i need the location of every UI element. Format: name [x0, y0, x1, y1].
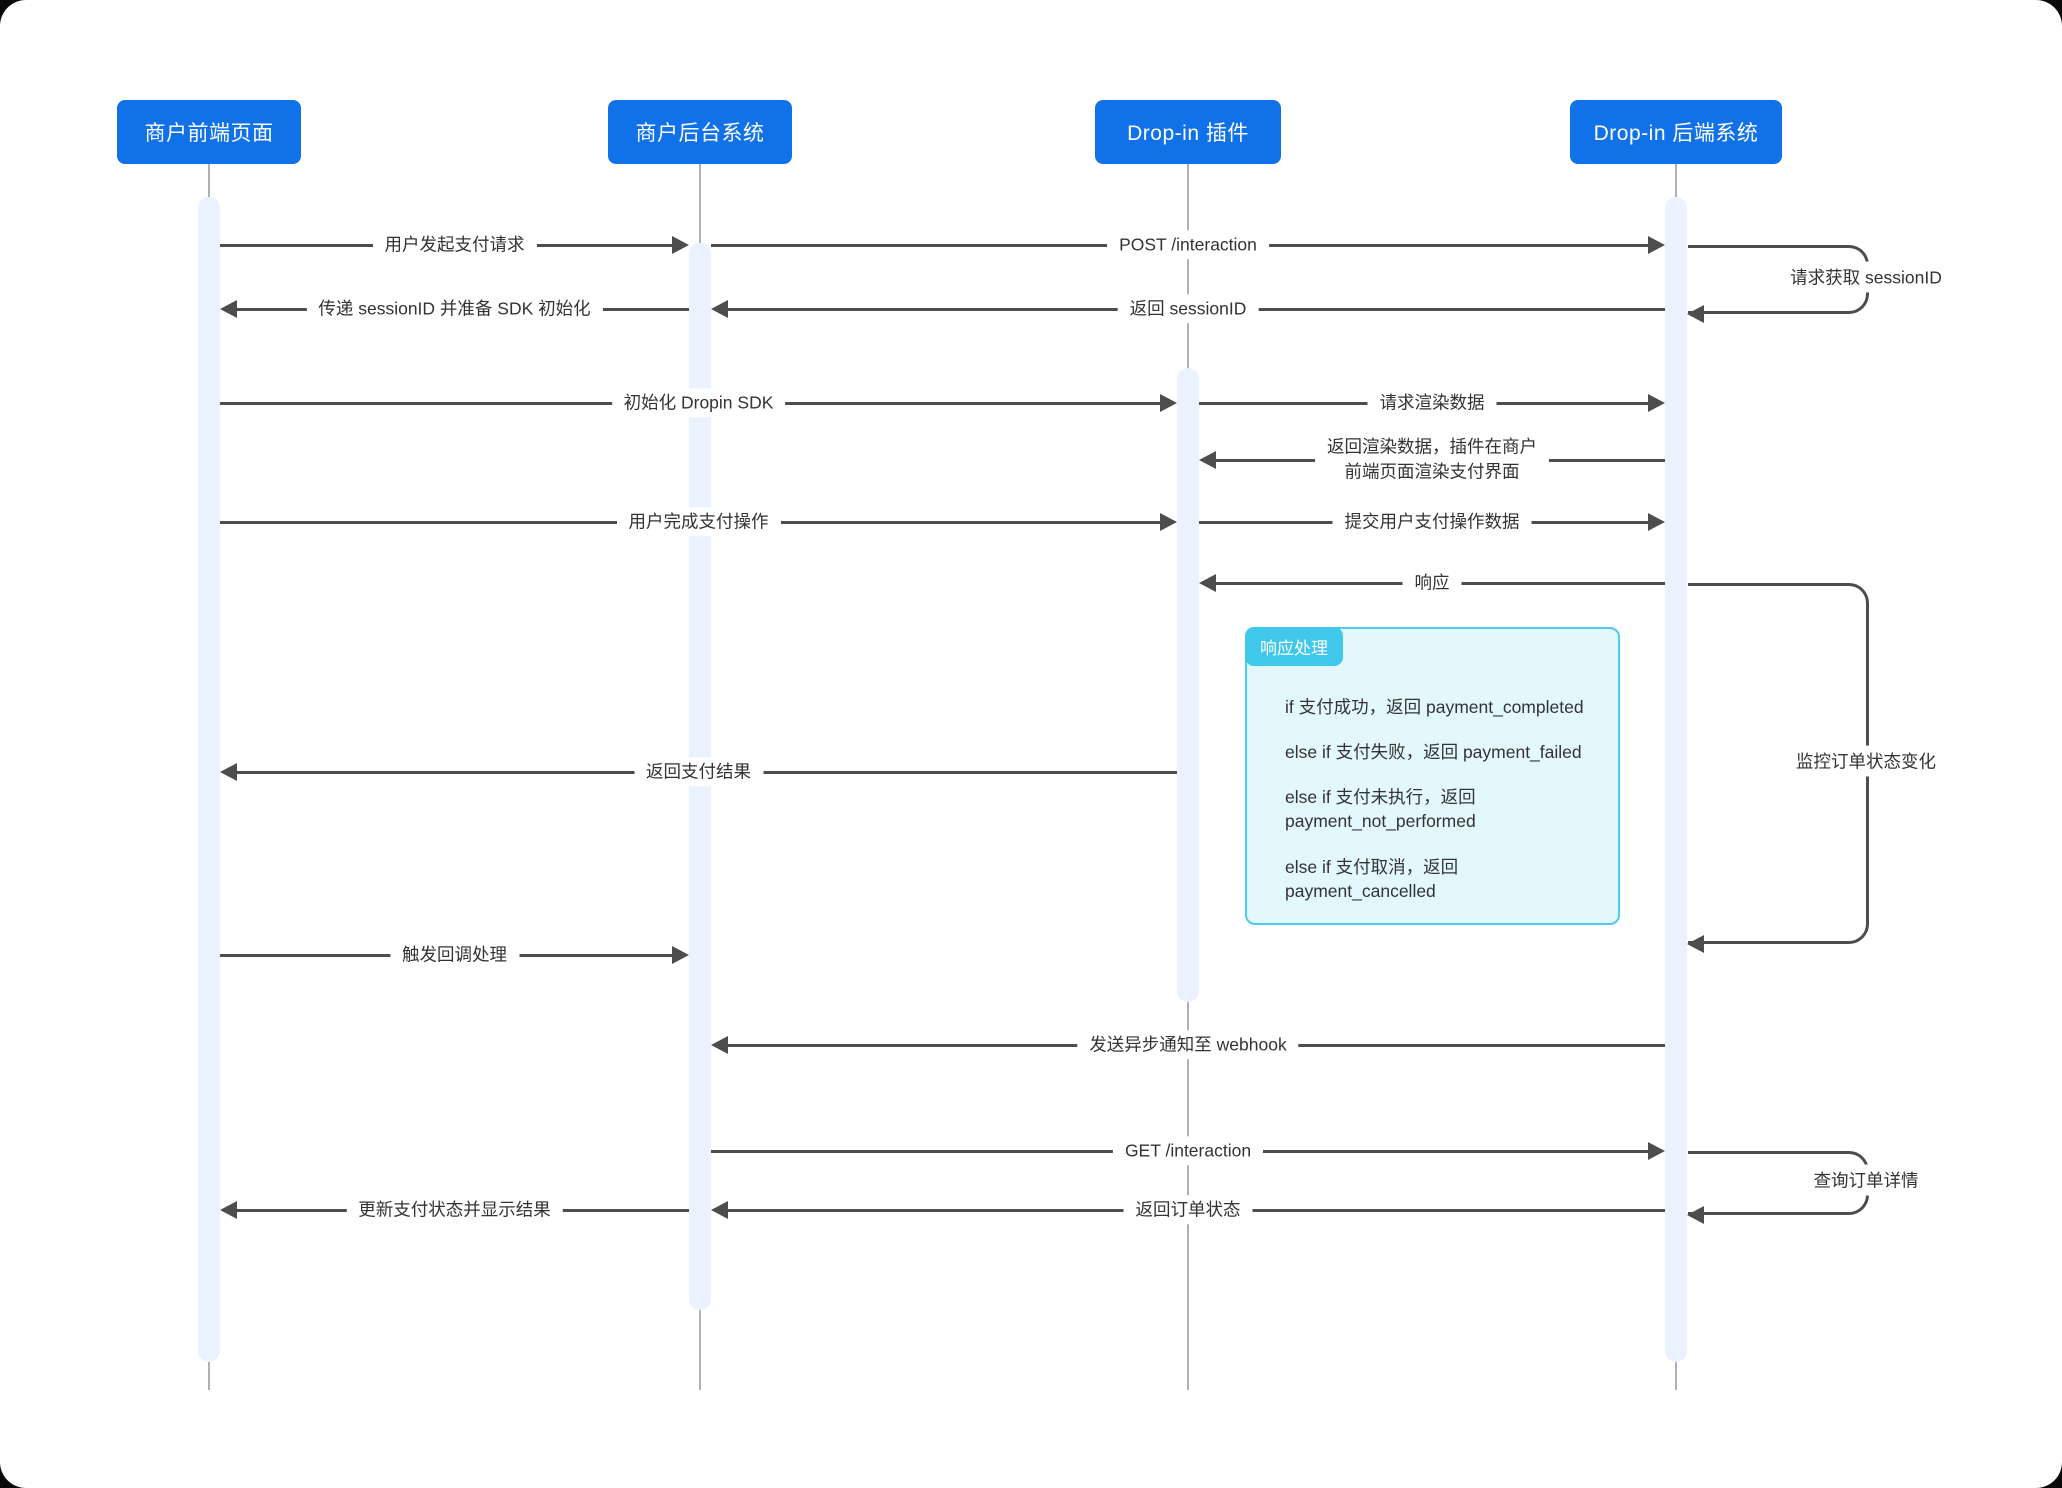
arrowhead-icon [1160, 513, 1177, 531]
message-label: 响应 [1402, 568, 1462, 598]
arrowhead-icon [220, 1201, 237, 1219]
note-line: else if 支付取消，返回 payment_cancelled [1285, 856, 1459, 901]
arrowhead-icon [1687, 935, 1704, 953]
message-label: 传递 sessionID 并准备 SDK 初始化 [306, 294, 603, 324]
actor-merchant-backend: 商户后台系统 [608, 100, 792, 164]
self-loop-label: 请求获取 sessionID [1780, 261, 1952, 292]
self-loop-label: 查询订单详情 [1803, 1164, 1929, 1196]
message-label: 更新支付状态并显示结果 [346, 1195, 563, 1225]
arrowhead-icon [220, 300, 237, 318]
arrowhead-icon [711, 300, 728, 318]
arrowhead-icon [1160, 394, 1177, 412]
arrowhead-icon [672, 236, 689, 254]
message-label: 返回渲染数据，插件在商户 前端页面渲染支付界面 [1315, 432, 1549, 488]
arrowhead-icon [672, 946, 689, 964]
message-label: 发送异步通知至 webhook [1077, 1030, 1299, 1060]
arrowhead-icon [1648, 236, 1665, 254]
activation-bar-dropin-backend [1665, 197, 1687, 1362]
note-line: else if 支付失败，返回 payment_failed [1285, 742, 1582, 763]
message-label: 用户发起支付请求 [372, 230, 537, 260]
arrowhead-icon [220, 763, 237, 781]
arrowhead-icon [1687, 305, 1704, 323]
note-line: if 支付成功，返回 payment_completed [1285, 697, 1584, 717]
arrowhead-icon [711, 1036, 728, 1054]
arrowhead-icon [1199, 574, 1216, 592]
activation-bar-dropin-plugin [1177, 368, 1199, 1002]
actor-merchant-frontend: 商户前端页面 [117, 100, 301, 164]
actor-dropin-backend: Drop-in 后端系统 [1570, 100, 1782, 164]
arrowhead-icon [1648, 513, 1665, 531]
message-label: 提交用户支付操作数据 [1332, 507, 1532, 537]
arrowhead-icon [711, 1201, 728, 1219]
message-label: 返回支付结果 [634, 757, 763, 787]
activation-bar-merchant-frontend [198, 197, 220, 1362]
arrowhead-icon [1199, 451, 1216, 469]
message-label: 用户完成支付操作 [616, 507, 781, 537]
self-loop-label: 监控订单状态变化 [1786, 745, 1946, 776]
arrowhead-icon [1687, 1206, 1704, 1224]
message-label: 返回订单状态 [1123, 1195, 1253, 1225]
message-label: 初始化 Dropin SDK [611, 388, 786, 418]
arrowhead-icon [1648, 394, 1665, 412]
note-line: else if 支付未执行，返回 payment_not_performed [1285, 787, 1476, 832]
message-label: GET /interaction [1112, 1136, 1264, 1166]
arrowhead-icon [1648, 1142, 1665, 1160]
message-label: 请求渲染数据 [1367, 388, 1497, 418]
note-tab: 响应处理 [1245, 627, 1343, 666]
message-label: POST /interaction [1107, 230, 1269, 260]
message-label: 触发回调处理 [390, 940, 519, 970]
actor-dropin-plugin: Drop-in 插件 [1095, 100, 1281, 164]
message-label: 返回 sessionID [1117, 294, 1259, 324]
